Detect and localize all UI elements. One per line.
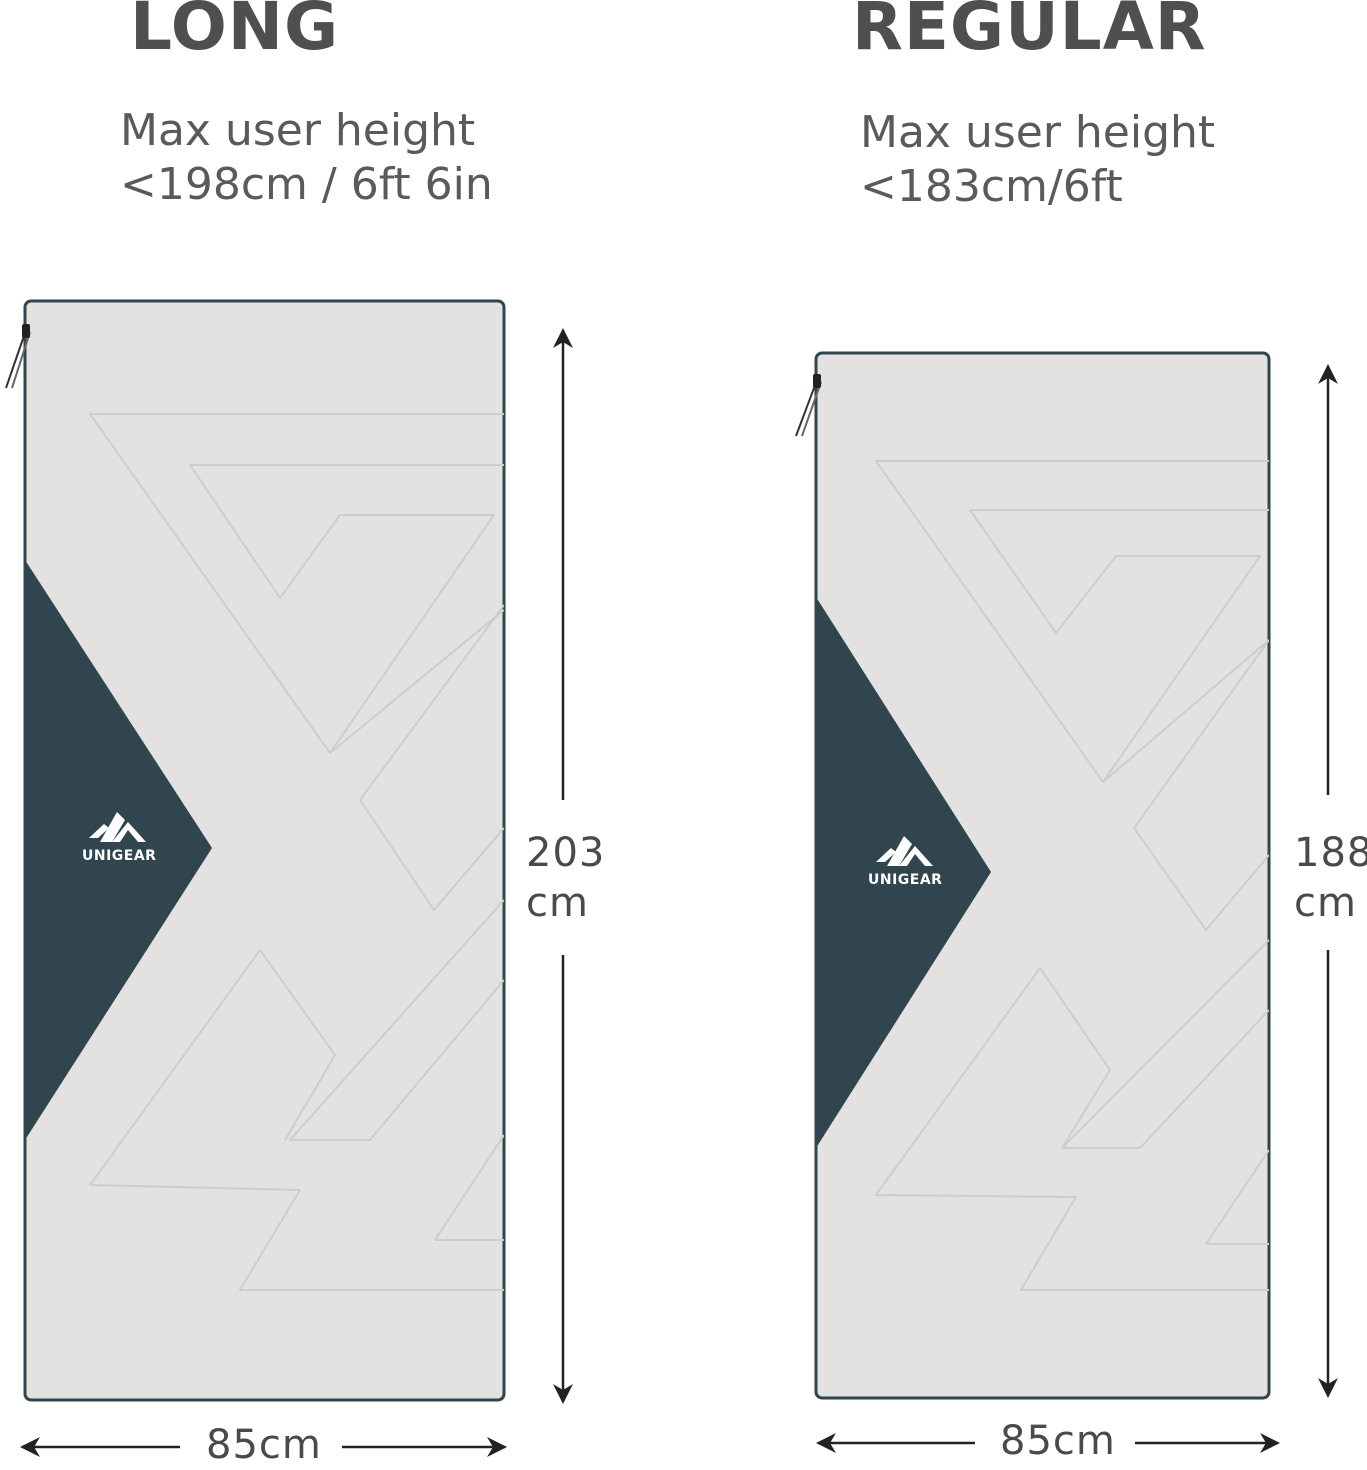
unigear-mountain-logo-icon (876, 836, 933, 866)
regular-brand-label: UNIGEAR (868, 872, 943, 888)
long-height-value: 203 (526, 830, 606, 876)
long-height-unit: cm (526, 880, 589, 926)
long-sleeping-bag (5, 299, 506, 1402)
regular-height-value: 188 (1294, 830, 1367, 876)
long-quilt-pattern (89, 413, 504, 1291)
regular-height-label: 188 cm (1294, 828, 1367, 928)
regular-subtitle-line1: Max user height (860, 107, 1216, 158)
regular-title: REGULAR (852, 0, 1207, 65)
regular-dimension-arrows (816, 364, 1338, 1453)
regular-subtitle-line2: <183cm/6ft (860, 161, 1123, 212)
zipper-pull-icon (5, 324, 31, 389)
regular-subtitle: Max user height <183cm/6ft (860, 106, 1215, 214)
long-subtitle: Max user height <198cm / 6ft 6in (120, 104, 493, 212)
regular-height-unit: cm (1294, 880, 1357, 926)
zipper-pull-icon (795, 374, 822, 437)
regular-width-label: 85cm (1000, 1418, 1116, 1464)
regular-sleeping-bag (795, 351, 1271, 1400)
long-accent-panel (25, 560, 212, 1140)
long-subtitle-line2: <198cm / 6ft 6in (120, 159, 493, 210)
long-width-label: 85cm (206, 1422, 322, 1468)
regular-accent-panel (816, 597, 991, 1148)
long-dimension-arrows (20, 328, 573, 1457)
long-brand-label: UNIGEAR (82, 848, 157, 864)
long-title: LONG (130, 0, 340, 65)
regular-quilt-pattern (875, 460, 1269, 1291)
long-subtitle-line1: Max user height (120, 105, 476, 156)
long-height-label: 203 cm (526, 828, 605, 928)
unigear-mountain-logo-icon (89, 812, 146, 842)
